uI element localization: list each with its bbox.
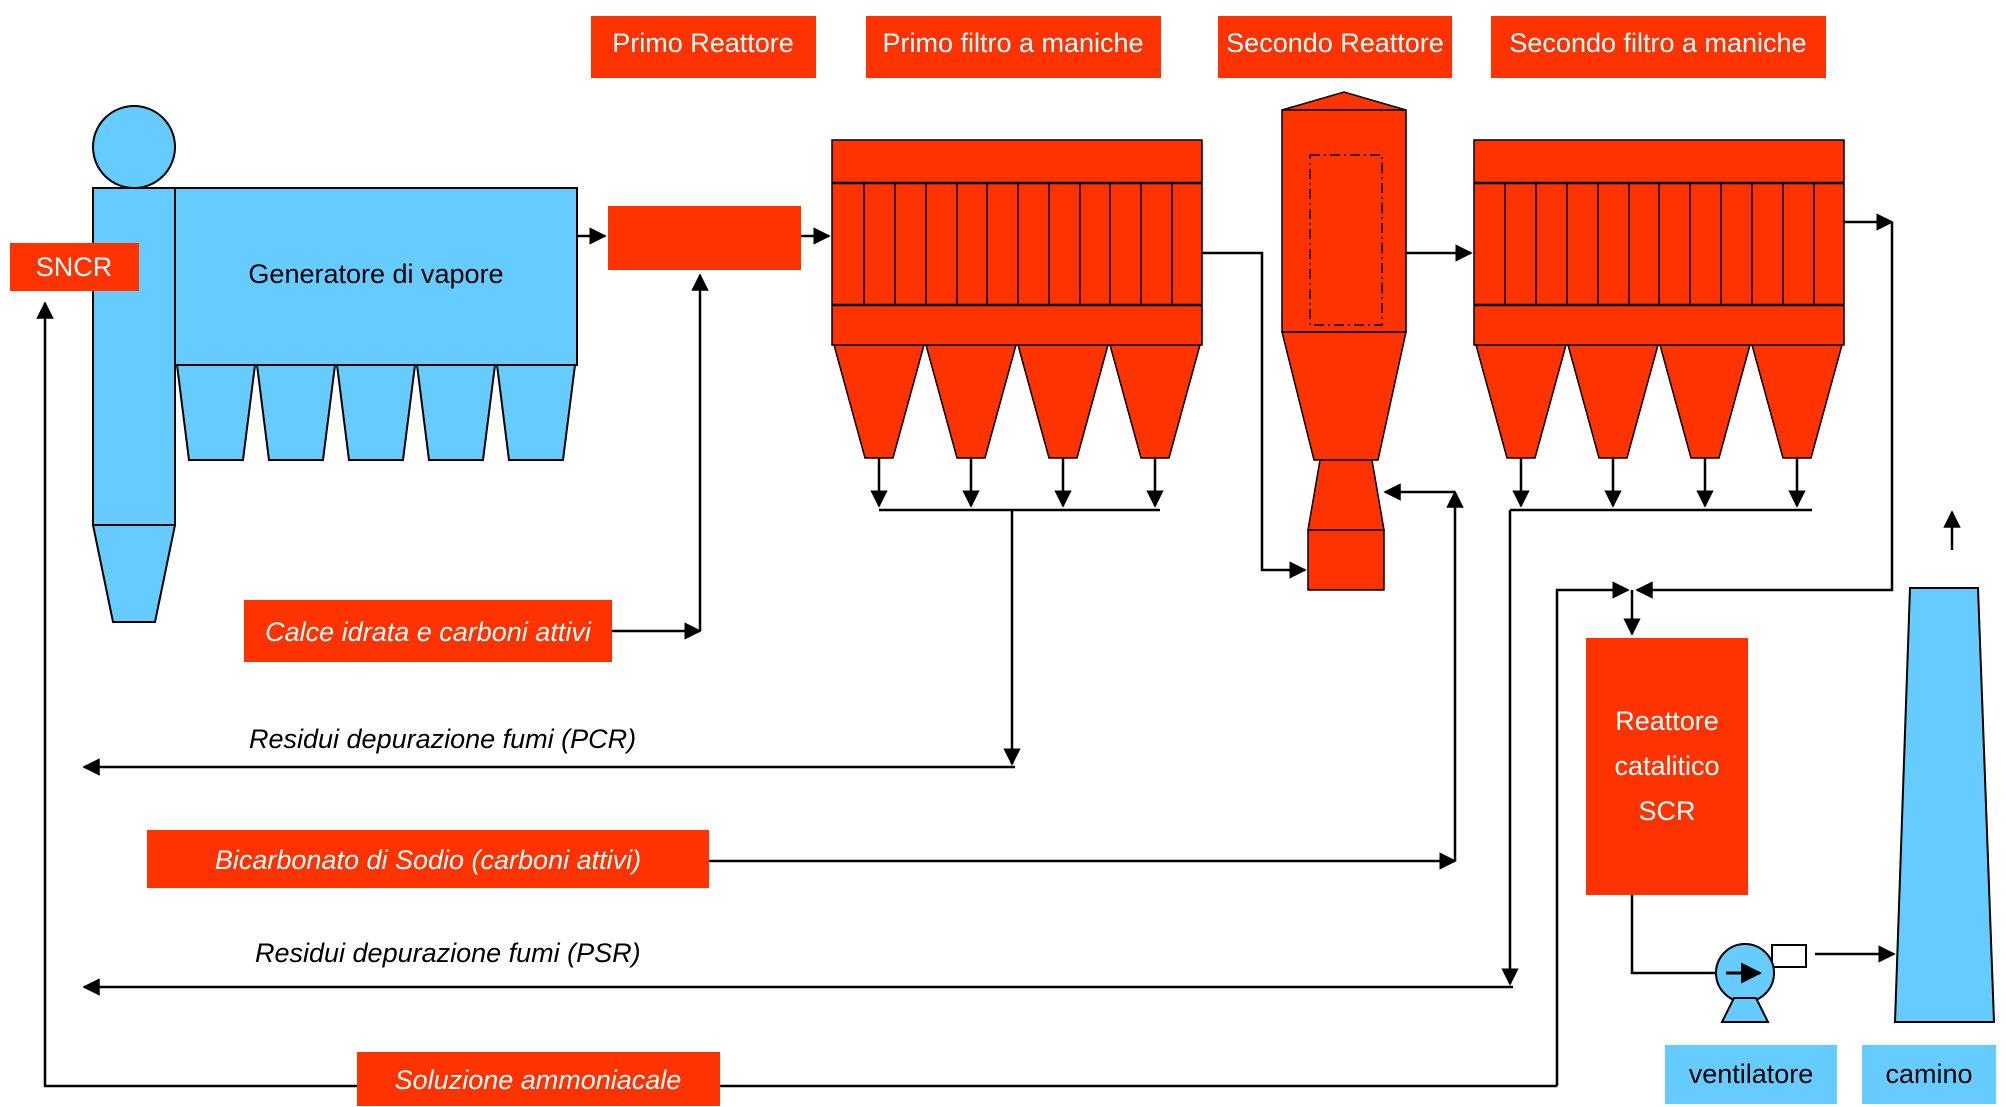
camino-label: camino xyxy=(1885,1059,1972,1089)
calce-label: Calce idrata e carboni attivi xyxy=(265,617,592,647)
vertical-column xyxy=(92,187,176,526)
calce-box: Calce idrata e carboni attivi xyxy=(244,600,612,662)
steam-generator: Generatore di vapore xyxy=(91,105,578,623)
first-bag-filter xyxy=(831,139,1203,459)
flow-ammoniaca-to-sncr xyxy=(36,301,357,1088)
pcr-label: Residui depurazione fumi (PCR) xyxy=(249,724,636,754)
generator-label: Generatore di vapore xyxy=(248,259,503,289)
scr-label-line3: SCR xyxy=(1638,796,1695,826)
header-primo-filtro-label: Primo filtro a maniche xyxy=(882,28,1143,58)
column-hopper xyxy=(91,524,177,623)
ammoniaca-box: Soluzione ammoniacale xyxy=(357,1052,720,1106)
generator-body xyxy=(174,187,578,366)
flow-lines xyxy=(36,213,1961,1088)
flow-filter1-to-reactor2 xyxy=(1202,251,1307,579)
sncr-label: SNCR xyxy=(36,252,113,282)
scr-label-line2: catalitico xyxy=(1614,751,1719,781)
header-primo-filtro: Primo filtro a maniche xyxy=(866,16,1161,78)
header-primo-reattore-label: Primo Reattore xyxy=(612,28,794,58)
ventilatore-label: ventilatore xyxy=(1689,1059,1814,1089)
fan xyxy=(1715,943,1807,1023)
header-secondo-filtro: Secondo filtro a maniche xyxy=(1491,16,1826,78)
column-top-circle xyxy=(92,105,176,189)
flow-scr-to-fan xyxy=(1630,895,1716,975)
scr-label-line1: Reattore xyxy=(1615,706,1719,736)
header-secondo-filtro-label: Secondo filtro a maniche xyxy=(1509,28,1806,58)
second-bag-filter xyxy=(1473,139,1845,459)
sncr-box: SNCR xyxy=(10,243,139,291)
header-primo-reattore: Primo Reattore xyxy=(591,16,816,78)
camino-box: camino xyxy=(1862,1045,1996,1104)
second-reactor xyxy=(1281,91,1407,591)
bicarbonato-box: Bicarbonato di Sodio (carboni attivi) xyxy=(147,830,709,888)
header-secondo-reattore: Secondo Reattore xyxy=(1218,16,1452,78)
ventilatore-box: ventilatore xyxy=(1665,1045,1837,1104)
ammoniaca-label: Soluzione ammoniacale xyxy=(395,1065,682,1095)
psr-label: Residui depurazione fumi (PSR) xyxy=(255,938,641,968)
reactor-inner-dashed xyxy=(1309,154,1383,326)
first-reactor xyxy=(608,206,801,270)
generator-hoppers xyxy=(175,364,577,461)
scr-reactor: Reattore catalitico SCR xyxy=(1586,638,1748,895)
header-secondo-reattore-label: Secondo Reattore xyxy=(1226,28,1444,58)
stack xyxy=(1893,587,1996,1023)
bicarbonato-label: Bicarbonato di Sodio (carboni attivi) xyxy=(215,845,641,875)
